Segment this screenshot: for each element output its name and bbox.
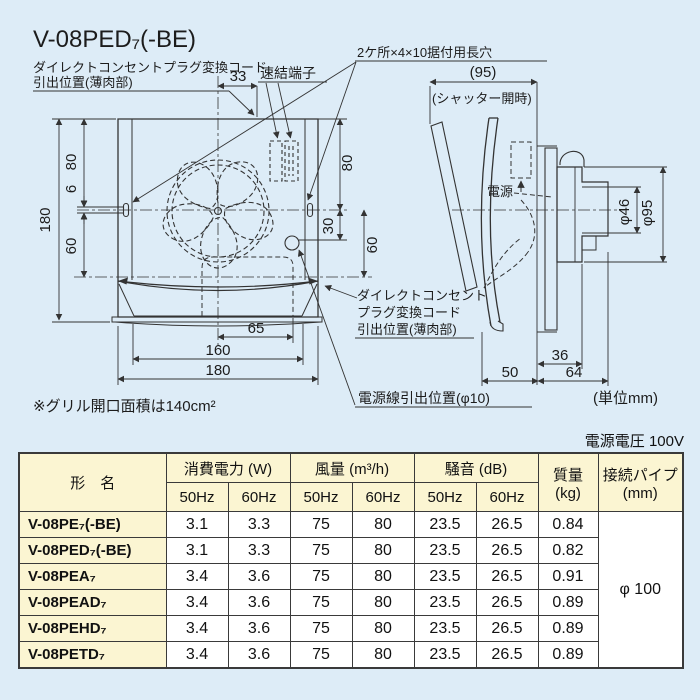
subheader-60hz: 60Hz (475, 482, 539, 512)
dim-60-right: 60 (364, 237, 381, 254)
col-header-model: 形 名 (18, 452, 167, 512)
front-dimensions (52, 82, 368, 385)
label-direct-plug-top-1: ダイレクトコンセントプラグ変換コード (33, 60, 267, 75)
label-grill-area-note: ※グリル開口面積は140cm² (33, 398, 216, 415)
dim-180-left: 180 (37, 207, 54, 232)
dim-180-bottom: 180 (205, 362, 230, 379)
label-mounting-slot: 2ケ所×4×10据付用長穴 (357, 45, 492, 60)
spec-table-wrap: 形 名 消費電力 (W) 風量 (m³/h) 騒音 (dB) 質量(kg) 接続… (18, 452, 684, 669)
front-view (111, 118, 323, 327)
label-shutter-open: (シャッター開時) (432, 91, 532, 106)
dim-6-left: 6 (63, 185, 80, 193)
dim-95-shutter: (95) (470, 64, 497, 81)
label-power: 電源 (487, 184, 513, 199)
label-direct-plug-side-2: プラグ変換コード (357, 305, 461, 320)
voltage-note: 電源電圧 100V (584, 433, 684, 450)
subheader-50hz: 50Hz (165, 482, 229, 512)
col-header-power: 消費電力 (W) (165, 452, 291, 483)
dim-65-bottom: 65 (248, 320, 265, 337)
col-header-pipe: 接続パイプ(mm) (597, 452, 684, 512)
model-name: V-08PE₇(-BE) (18, 511, 167, 538)
side-dimensions (429, 78, 667, 386)
centerlines-front (74, 76, 372, 348)
col-header-noise: 騒音 (dB) (413, 452, 539, 483)
col-header-weight: 質量(kg) (537, 452, 599, 512)
model-name: V-08PETD₇ (18, 641, 167, 669)
model-name: V-08PEAD₇ (18, 589, 167, 616)
dim-30-right: 30 (320, 218, 337, 235)
model-name: V-08PEA₇ (18, 563, 167, 590)
dim-33-top: 33 (230, 68, 247, 85)
label-quick-terminal: 速結端子 (260, 65, 316, 81)
subheader-50hz: 50Hz (413, 482, 477, 512)
label-unit-mm: (単位mm) (593, 390, 658, 407)
subheader-60hz: 60Hz (227, 482, 291, 512)
col-header-airflow: 風量 (m³/h) (289, 452, 415, 483)
label-direct-plug-side-3: 引出位置(薄肉部) (357, 322, 457, 337)
header-row-2: 50Hz 60Hz 50Hz 60Hz 50Hz 60Hz (19, 482, 683, 512)
dim-80-left: 80 (63, 154, 80, 171)
cord-channel (201, 256, 294, 316)
power-plug-hidden (483, 141, 553, 289)
model-name: V-08PEHD₇ (18, 615, 167, 642)
pipe-diameter-cell: φ 100 (597, 511, 684, 669)
subheader-60hz: 60Hz (351, 482, 415, 512)
label-direct-plug-side-1: ダイレクトコンセント (357, 288, 487, 303)
dim-60-left: 60 (63, 238, 80, 255)
front-leaders (33, 60, 547, 408)
label-power-cord-position: 電源線引出位置(φ10) (358, 390, 490, 406)
dim-phi46: φ46 (616, 199, 633, 225)
dim-160-bottom: 160 (205, 342, 230, 359)
dim-phi95: φ95 (639, 200, 656, 226)
cord-outlet-hole (284, 235, 300, 251)
dim-50-depth: 50 (502, 364, 519, 381)
subheader-50hz: 50Hz (289, 482, 353, 512)
label-direct-plug-top-2: 引出位置(薄肉部) (33, 75, 133, 90)
dimension-drawing: V-08PED₇(-BE) (33, 26, 667, 415)
page-title: V-08PED₇(-BE) (33, 26, 196, 53)
dim-36-depth: 36 (552, 347, 569, 364)
model-name: V-08PED₇(-BE) (18, 537, 167, 564)
dim-80-right: 80 (339, 155, 356, 172)
thin-wall-arrow-left (118, 277, 128, 285)
side-view (430, 82, 609, 385)
dim-64-depth: 64 (566, 364, 583, 381)
terminal-block (269, 140, 299, 182)
spec-table: 形 名 消費電力 (W) 風量 (m³/h) 騒音 (dB) 質量(kg) 接続… (18, 452, 684, 669)
header-row-1: 形 名 消費電力 (W) 風量 (m³/h) 騒音 (dB) 質量(kg) 接続… (18, 452, 684, 512)
